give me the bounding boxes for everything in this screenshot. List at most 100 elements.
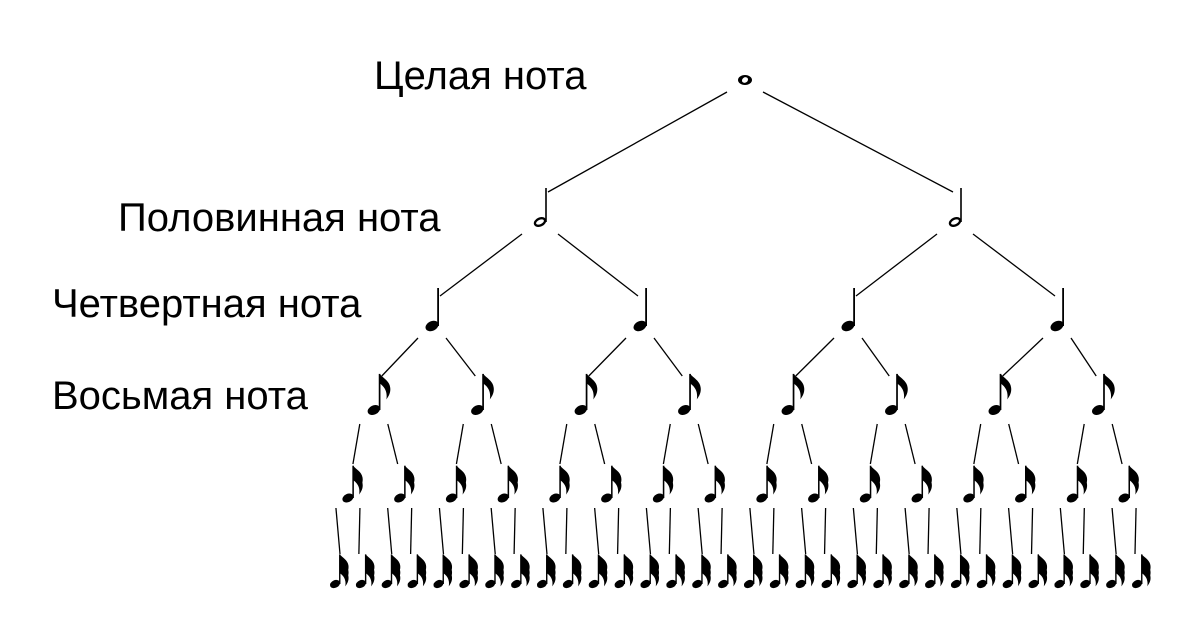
thirty-second-note-icon: [1054, 554, 1073, 589]
tree-branch-line: [1111, 507, 1117, 555]
thirty-second-note-icon: [924, 554, 944, 589]
thirty-second-note-icon: [692, 554, 711, 589]
thirty-second-note-icon: [614, 554, 634, 589]
sixteenth-note-icon: [497, 465, 518, 503]
eighth-note-icon: [678, 373, 701, 415]
tree-branch-line: [1007, 507, 1014, 555]
tree-branch-line: [668, 507, 672, 555]
tree-branch-line: [1008, 423, 1020, 465]
tree-branch-line: [869, 423, 878, 465]
sixteenth-note-icon: [704, 465, 725, 503]
tree-branch-line: [1082, 507, 1085, 555]
tree-branch-line: [358, 507, 361, 555]
thirty-second-note-icon: [769, 554, 789, 589]
eighth-note-icon: [1092, 373, 1115, 415]
quarter-note-icon: [425, 288, 439, 332]
level-label-half: Половинная нота: [118, 196, 441, 240]
tree-branch-line: [335, 507, 341, 555]
thirty-second-note-icon: [821, 554, 841, 589]
tree-branch-line: [490, 423, 502, 465]
thirty-second-note-icon: [562, 554, 582, 589]
whole-note-icon: [738, 75, 752, 85]
sixteenth-note-icon: [445, 465, 467, 503]
quarter-note-icon: [633, 288, 647, 332]
thirty-second-note-icon: [433, 554, 453, 589]
tree-branch-line: [855, 233, 938, 297]
tree-branch-line: [801, 423, 813, 465]
thirty-second-note-icon: [407, 554, 427, 589]
thirty-second-note-icon: [666, 554, 685, 589]
sixteenth-note-icon: [1066, 465, 1088, 503]
thirty-second-note-icon: [1106, 554, 1125, 589]
sixteenth-note-icon: [963, 465, 984, 503]
tree-branch-line: [904, 423, 916, 465]
tree-branch-line: [557, 233, 639, 297]
thirty-second-note-icon: [511, 554, 530, 589]
thirty-second-note-icon: [1131, 554, 1151, 589]
thirty-second-note-icon: [950, 554, 970, 589]
eighth-note-icon: [885, 373, 908, 415]
sixteenth-note-icon: [342, 465, 363, 503]
tree-branch-line: [1076, 423, 1085, 465]
tree-branch-line: [956, 507, 962, 555]
tree-branch-line: [904, 507, 910, 555]
sixteenth-note-icon: [549, 465, 570, 503]
tree-branch-line: [875, 507, 879, 555]
thirty-second-note-icon: [1028, 554, 1048, 589]
tree-branch-line: [439, 233, 523, 297]
tree-branch-line: [438, 507, 445, 555]
thirty-second-note-icon: [1080, 554, 1099, 589]
tree-branch-line: [762, 91, 954, 193]
sixteenth-note-icon: [808, 465, 829, 503]
tree-branch-line: [749, 507, 755, 555]
tree-branch-line: [1059, 507, 1066, 555]
tree-branch-line: [513, 507, 516, 555]
level-label-whole: Целая нота: [374, 54, 587, 98]
sixteenth-note-icon: [394, 465, 415, 503]
tree-branch-line: [547, 91, 728, 193]
tree-branch-line: [979, 507, 982, 555]
thirty-second-note-icon: [329, 554, 349, 589]
tree-branch-line: [800, 507, 807, 555]
tree-branch-line: [381, 337, 419, 377]
sixteenth-note-icon: [911, 465, 932, 503]
tree-branch-line: [542, 507, 548, 555]
tree-branch-line: [455, 423, 464, 465]
tree-branch-line: [653, 337, 683, 377]
tree-branch-line: [1030, 507, 1034, 555]
eighth-note-icon: [574, 373, 598, 415]
tree-branch-line: [1070, 337, 1097, 377]
tree-branch-line: [616, 507, 620, 555]
tree-branch-line: [1111, 423, 1123, 465]
tree-branch-line: [697, 423, 709, 465]
half-note-icon: [533, 188, 547, 227]
tree-branch-line: [927, 507, 930, 555]
tree-branch-line: [645, 507, 652, 555]
eighth-note-icon: [781, 373, 805, 415]
thirty-second-note-icon: [976, 554, 996, 589]
eighth-note-icon: [988, 373, 1012, 415]
thirty-second-note-icon: [381, 554, 401, 589]
thirty-second-note-icon: [795, 554, 815, 589]
tree-branch-line: [565, 507, 568, 555]
tree-branch-line: [352, 423, 361, 465]
half-note-icon: [948, 188, 962, 227]
tree-branch-line: [697, 507, 703, 555]
tree-branch-line: [662, 423, 671, 465]
tree-branch-line: [445, 337, 476, 377]
sixteenth-note-icon: [756, 465, 777, 503]
thirty-second-note-icon: [718, 554, 737, 589]
level-label-eighth: Восьмая нота: [52, 374, 308, 418]
tree-branch-line: [766, 423, 775, 465]
sixteenth-note-icon: [1118, 465, 1139, 503]
thirty-second-note-icon: [588, 554, 608, 589]
sixteenth-note-icon: [1015, 465, 1036, 503]
tree-branch-line: [852, 507, 859, 555]
tree-branch-line: [1002, 337, 1044, 377]
tree-branch-line: [823, 507, 827, 555]
thirty-second-note-icon: [1002, 554, 1022, 589]
sixteenth-note-icon: [601, 465, 622, 503]
tree-branch-line: [387, 423, 399, 465]
eighth-note-icon: [471, 373, 494, 415]
